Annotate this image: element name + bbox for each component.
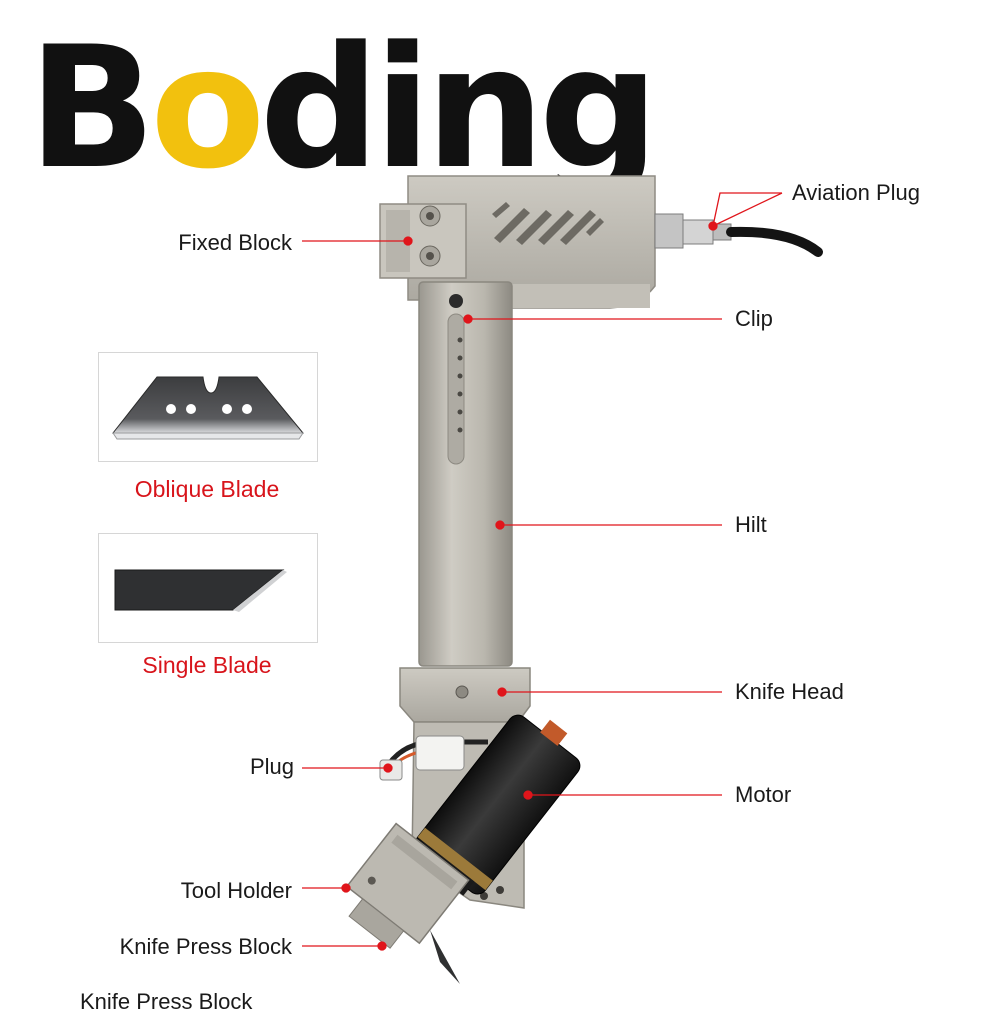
vent-slots xyxy=(492,202,604,245)
leader-lines xyxy=(302,192,783,951)
callout-clip: Clip xyxy=(735,306,773,331)
callout-plug: Plug xyxy=(249,754,294,779)
callout-hilt: Hilt xyxy=(735,512,767,537)
brand-logo-text-start: B xyxy=(28,10,156,206)
single-blade-image xyxy=(114,569,287,612)
callout-tool-holder: Tool Holder xyxy=(180,878,292,903)
hilt-tube xyxy=(418,281,513,667)
oblique-blade-image xyxy=(111,376,305,440)
single-blade-panel xyxy=(98,533,318,643)
callout-motor: Motor xyxy=(735,782,792,807)
callout-fixed-block: Fixed Block xyxy=(178,230,292,255)
brand-logo: Boding xyxy=(28,24,659,192)
oblique-blade-panel xyxy=(98,352,318,462)
top-housing xyxy=(407,175,656,309)
plug-connector xyxy=(379,735,488,781)
callout-aviation-plug: Aviation Plug xyxy=(792,180,921,205)
aviation-plug-connector xyxy=(654,213,823,257)
callout-knife-head: Knife Head xyxy=(735,679,844,704)
oblique-blade-caption: Oblique Blade xyxy=(134,476,280,502)
cutting-blade xyxy=(430,930,460,984)
brand-logo-text-end: ding xyxy=(259,10,659,206)
brand-logo-accent-letter: o xyxy=(150,10,265,206)
callout-knife-press-block: Knife Press Block xyxy=(119,934,292,959)
tool-holder xyxy=(345,822,470,949)
single-blade-caption: Single Blade xyxy=(142,652,272,678)
callout-cut-off: Knife Press Block xyxy=(80,989,253,1014)
